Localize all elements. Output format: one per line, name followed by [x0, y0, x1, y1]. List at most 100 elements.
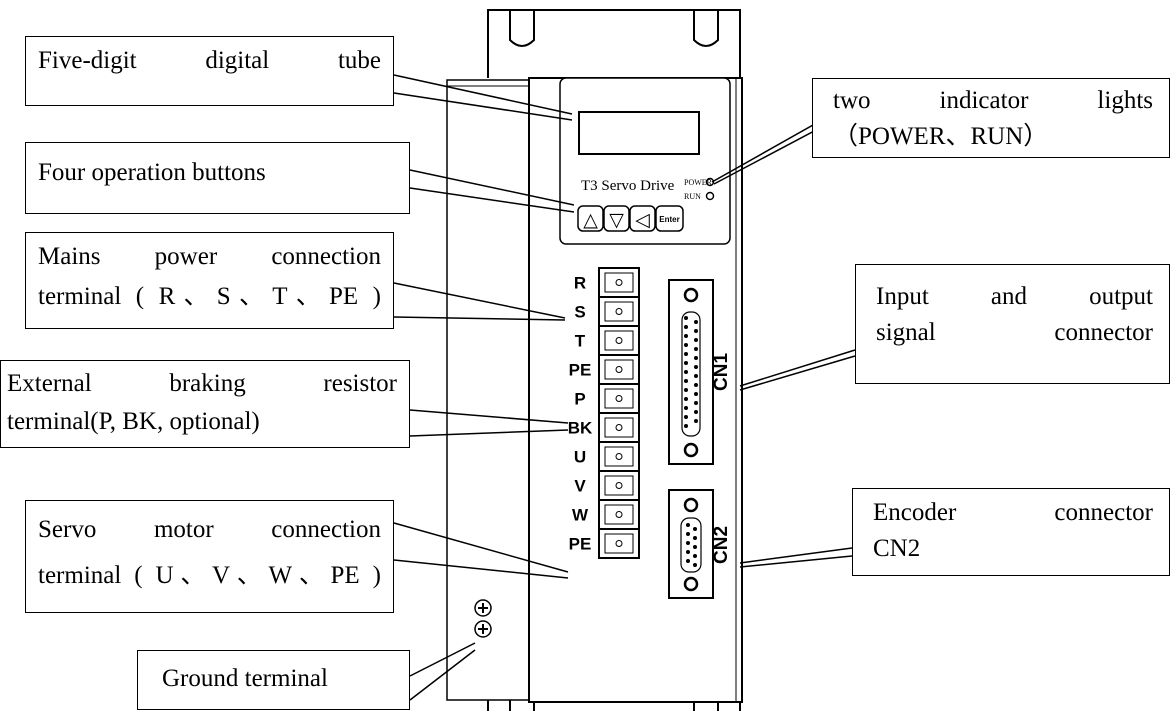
cn2-pin	[686, 559, 690, 563]
terminal-label: S	[574, 303, 585, 322]
cn1-pin	[684, 361, 688, 365]
terminal-slot-frame	[604, 272, 634, 293]
callout-mains-line1: Mains power connection	[38, 243, 381, 270]
cn2-pins	[686, 523, 697, 567]
cn2-pin	[693, 536, 697, 540]
leader-ground	[409, 642, 476, 701]
terminal-label: R	[574, 274, 586, 293]
terminal-label: V	[574, 477, 586, 496]
left-icon: ◁	[635, 209, 650, 231]
callout-operation-buttons: Four operation buttons	[25, 142, 410, 214]
terminal-screw	[615, 337, 623, 344]
terminal-screw	[615, 511, 623, 518]
callout-encoder-line2: CN2	[873, 535, 921, 562]
cn1-pin	[684, 352, 688, 356]
callout-indicators-line1: two indicator lights	[833, 87, 1153, 114]
callout-ground-terminal: Ground terminal	[137, 650, 410, 710]
callout-servo-line1: Servo motor connection	[38, 516, 381, 543]
cn1-screw-bottom	[683, 442, 699, 458]
cn1-pin	[694, 419, 698, 423]
callout-braking-line2: terminal(P, BK, optional)	[7, 408, 260, 435]
left-button[interactable]	[629, 205, 656, 232]
run-led-label: RUN	[684, 192, 701, 201]
cn2-pin	[686, 523, 690, 527]
run-led	[705, 191, 715, 201]
cn1-pin	[684, 379, 688, 383]
cn1-pin	[684, 397, 688, 401]
terminal-slot-frame	[604, 359, 634, 380]
cn2-screw-bottom	[683, 576, 699, 592]
down-button[interactable]	[603, 205, 630, 232]
terminal-screw	[615, 482, 623, 489]
cn1-label: CN1	[711, 353, 732, 391]
leader-digital-tube	[393, 74, 573, 121]
cn1-pin	[694, 356, 698, 360]
cn1-pin	[694, 374, 698, 378]
terminal-label: U	[574, 448, 586, 467]
cn1-pin	[694, 338, 698, 342]
down-icon: ▽	[609, 209, 624, 231]
callout-io-line2: signal connector	[876, 319, 1153, 346]
callout-indicators-line2: （POWER、RUN）	[833, 123, 1049, 150]
cn1-pin	[694, 401, 698, 405]
leader-servo	[393, 522, 569, 579]
callout-braking-resistor: External braking resistor terminal(P, BK…	[0, 360, 410, 448]
callout-io-line1: Input and output	[876, 283, 1153, 310]
cn2-pin	[693, 563, 697, 567]
terminal-screw	[615, 424, 623, 431]
cn1-pin	[694, 347, 698, 351]
heat-sink	[446, 79, 530, 701]
cn1-pins	[684, 316, 698, 428]
terminal-label: P	[574, 390, 585, 409]
cn1-pin	[684, 406, 688, 410]
cn1-pin	[694, 365, 698, 369]
top-mounting-bracket	[487, 9, 741, 78]
terminal-screw	[615, 366, 623, 373]
terminal-label: T	[575, 332, 586, 351]
cn1-pin	[694, 383, 698, 387]
callout-encoder-connector: Encoder connector CN2	[852, 488, 1170, 576]
terminal-slot-frame	[604, 504, 634, 525]
cn1-pin	[694, 320, 698, 324]
cn1-pin	[694, 329, 698, 333]
model-label: T3 Servo Drive	[581, 178, 675, 194]
terminal-slot-frame	[604, 533, 634, 554]
enter-button-label: Enter	[659, 215, 679, 224]
cn2-connector: CN2	[668, 489, 732, 599]
terminal-slot-frame	[604, 330, 634, 351]
leader-encoder	[739, 547, 853, 568]
cn1-pin	[684, 316, 688, 320]
cn2-pin	[693, 545, 697, 549]
cn1-pin	[684, 325, 688, 329]
terminal-label: PE	[569, 535, 592, 554]
terminal-screw	[615, 308, 623, 315]
operation-buttons: △ ▽ ◁ Enter	[577, 205, 684, 232]
callout-mains-power: Mains power connection terminal ( R、S、T、…	[25, 232, 394, 329]
cn2-pin	[693, 527, 697, 531]
cn2-pin	[693, 554, 697, 558]
callout-digital-tube-text: Five-digit digital tube	[38, 47, 381, 74]
up-icon: △	[583, 209, 598, 231]
cn2-screw-top	[683, 497, 699, 513]
terminal-slot-frame	[604, 475, 634, 496]
callout-io-connector: Input and output signal connector	[855, 264, 1170, 384]
cn1-pin	[684, 415, 688, 419]
callout-braking-line1: External braking resistor	[7, 370, 397, 397]
callout-digital-tube: Five-digit digital tube	[25, 36, 394, 106]
cn1-pin	[694, 392, 698, 396]
up-button[interactable]	[577, 205, 604, 232]
cn2-pin	[686, 541, 690, 545]
terminal-screw	[615, 279, 623, 286]
cn1-pin	[684, 388, 688, 392]
terminal-label: BK	[568, 419, 593, 438]
callout-servo-motor: Servo motor connection terminal ( U、V、W、…	[25, 500, 394, 613]
callout-operation-buttons-text: Four operation buttons	[38, 159, 266, 186]
terminal-screw	[615, 453, 623, 460]
terminal-label: PE	[569, 361, 592, 380]
cn1-pin	[684, 370, 688, 374]
enter-button[interactable]	[655, 205, 684, 232]
cn1-pin	[684, 334, 688, 338]
leader-io	[739, 349, 856, 391]
